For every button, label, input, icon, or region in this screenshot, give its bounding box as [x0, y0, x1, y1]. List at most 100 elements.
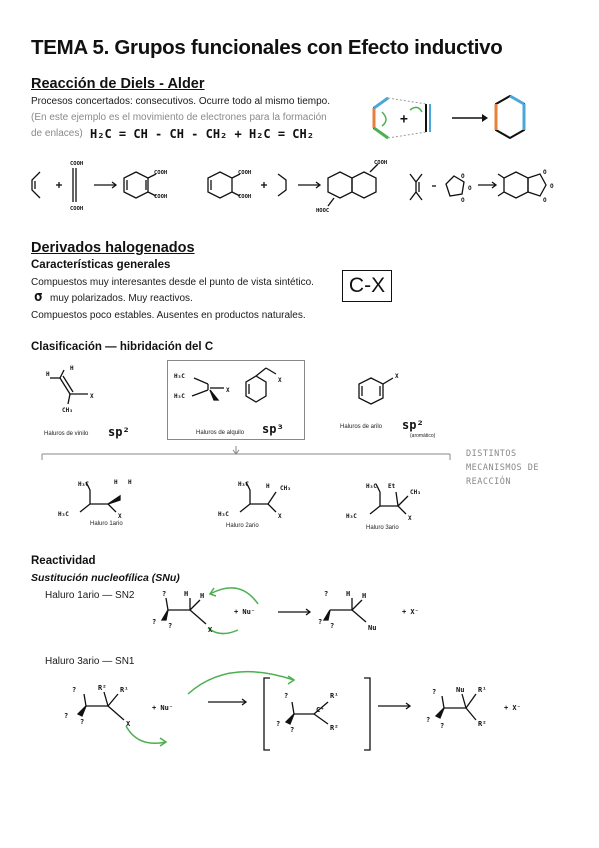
diels-alder-equation: H₂C = CH - CH - CH₂ + H₂C = CH₂ [90, 127, 314, 141]
svg-text:R²: R² [478, 720, 486, 728]
svg-text:H: H [266, 483, 270, 490]
svg-text:H₃C: H₃C [58, 511, 69, 518]
reactividad-heading: Reactividad [31, 555, 96, 567]
svg-text:H₃C: H₃C [174, 373, 185, 380]
halogenados-text-3: Compuestos poco estables. Ausentes en pr… [31, 310, 306, 321]
svg-text:X: X [226, 387, 230, 394]
svg-text:COOH: COOH [374, 160, 387, 166]
sn1-label: Haluro 3ario — SN1 [45, 656, 135, 667]
vinilo-hybridization: sp² [108, 425, 130, 439]
svg-text:Et: Et [388, 483, 396, 490]
svg-text:?: ? [324, 590, 328, 598]
sn2-label: Haluro 1ario — SN2 [45, 590, 135, 601]
svg-text:H: H [46, 371, 50, 378]
svg-text:X: X [278, 513, 282, 520]
svg-text:O: O [468, 185, 472, 192]
svg-text:COOH: COOH [70, 206, 83, 212]
svg-text:?: ? [162, 590, 166, 598]
svg-text:H₃C: H₃C [346, 513, 357, 520]
mechanism-plus: + [400, 112, 408, 127]
svg-text:?: ? [80, 718, 84, 726]
diels-alder-heading: Reacción de Diels - Alder [31, 76, 205, 92]
svg-text:H₃C: H₃C [78, 481, 89, 488]
svg-text:R²: R² [98, 684, 106, 692]
diels-alder-text: Procesos concertados: consecutivos. Ocur… [31, 96, 331, 107]
svg-text:COOH: COOH [70, 161, 83, 167]
arilo-hybridization: sp² [402, 418, 424, 432]
svg-text:O: O [461, 173, 465, 180]
svg-text:Nu: Nu [456, 686, 464, 694]
svg-text:H: H [362, 592, 366, 600]
svg-text:?: ? [72, 686, 76, 694]
vinilo-label: Haluros de vinilo [44, 431, 89, 437]
svg-text:X: X [278, 377, 282, 384]
haluro-2ario-label: Haluro 2ario [226, 523, 259, 529]
svg-text:Nu: Nu [368, 624, 376, 632]
svg-text:R²: R² [330, 724, 338, 732]
svg-text:O: O [550, 183, 554, 190]
svg-text:?: ? [290, 726, 294, 734]
svg-text:R¹: R¹ [120, 686, 128, 694]
svg-text:X: X [408, 515, 412, 522]
svg-text:C⁺: C⁺ [316, 706, 324, 714]
svg-text:H₃C: H₃C [174, 393, 185, 400]
svg-text:?: ? [276, 720, 280, 728]
mecanismos-note: DISTINTOS MECANISMOS DE REACCIÓN [466, 449, 540, 487]
alquilo-label: Haluros de alquilo [196, 430, 245, 436]
svg-text:X: X [208, 626, 213, 634]
halogenados-text-1: Compuestos muy interesantes desde el pun… [31, 277, 314, 288]
svg-text:?: ? [64, 712, 68, 720]
svg-text:COOH: COOH [238, 170, 251, 176]
haluro-1ario-label: Haluro 1ario [90, 521, 123, 527]
svg-text:H: H [128, 479, 132, 486]
snu-subheading: Sustitución nucleofílica (SNu) [31, 572, 180, 584]
svg-text:?: ? [440, 722, 444, 730]
svg-text:X: X [118, 513, 122, 520]
alquilo-hybridization: sp³ [262, 422, 284, 436]
diels-alder-note-2: de enlaces) [31, 128, 83, 139]
svg-text:+ X⁻: + X⁻ [504, 704, 521, 712]
svg-text:X: X [90, 393, 94, 400]
svg-text:R¹: R¹ [478, 686, 486, 694]
c-x-bond-box: C-X [342, 270, 392, 302]
svg-text:X: X [395, 373, 399, 380]
svg-text:HOOC: HOOC [316, 208, 329, 214]
svg-text:+ Nu⁻: + Nu⁻ [152, 704, 173, 712]
diels-alder-note-1: (En este ejemplo es el movimiento de ele… [31, 112, 327, 123]
halogenados-text-2: muy polarizados. Muy reactivos. [50, 293, 193, 304]
alkyl-halide-structures: H₃C H₃C X X [174, 367, 282, 403]
svg-text:H₃C: H₃C [366, 483, 377, 490]
svg-text:?: ? [432, 688, 436, 696]
halogenados-subheading: Características generales [31, 259, 171, 271]
svg-text:O: O [461, 197, 465, 204]
svg-text:+ X⁻: + X⁻ [402, 608, 419, 616]
alkyl-halide-box [167, 360, 305, 440]
svg-text:COOH: COOH [238, 194, 251, 200]
svg-text:O: O [543, 197, 547, 204]
svg-text:?: ? [168, 622, 172, 630]
page-title: TEMA 5. Grupos funcionales con Efecto in… [31, 36, 503, 59]
svg-text:CH₃: CH₃ [410, 489, 421, 496]
svg-text:X: X [126, 720, 131, 728]
haluro-3ario-label: Haluro 3ario [366, 525, 399, 531]
svg-text:CH₃: CH₃ [62, 407, 73, 414]
svg-text:H: H [184, 590, 188, 598]
clasificacion-heading: Clasificación — hibridación del C [31, 341, 214, 353]
sigma-symbol: σ [34, 289, 43, 305]
svg-text:?: ? [318, 618, 322, 626]
classification-bracket [41, 446, 451, 460]
svg-text:H₃C: H₃C [238, 481, 249, 488]
aryl-halide-structure: X [358, 373, 399, 405]
svg-text:+ Nu⁻: + Nu⁻ [234, 608, 255, 616]
svg-text:?: ? [152, 618, 156, 626]
arilo-note: (aromático) [410, 433, 436, 439]
svg-text:H₃C: H₃C [218, 511, 229, 518]
svg-text:?: ? [284, 692, 288, 700]
svg-text:COOH: COOH [154, 194, 167, 200]
svg-text:?: ? [330, 622, 334, 630]
svg-text:COOH: COOH [154, 170, 167, 176]
